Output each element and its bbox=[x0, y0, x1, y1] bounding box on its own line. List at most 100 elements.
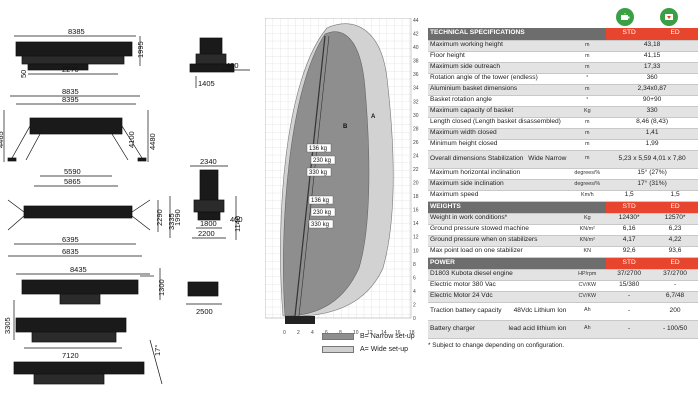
spec-label: Maximum side outreach bbox=[428, 62, 569, 74]
spec-value: 5,23 x 5,59 4,01 x 7,80 bbox=[606, 150, 698, 169]
dim-base2: 5865 bbox=[64, 177, 81, 186]
y-tick-label: 24 bbox=[413, 153, 419, 159]
spec-unit: m bbox=[568, 40, 607, 52]
legend-label-a: A= Wide set-up bbox=[360, 346, 409, 353]
dim-w-inner: 8395 bbox=[62, 95, 79, 104]
spec-unit: KN/m² bbox=[568, 235, 607, 247]
working-range-diagram: B A 136 kg 230 kg 330 kg 136 kg 230 kg 3… bbox=[265, 18, 419, 336]
dim-side-h1: 1140 bbox=[233, 216, 242, 232]
spec-value-std: 1,5 bbox=[606, 190, 653, 202]
spec-label: Weight in work conditions* bbox=[428, 213, 569, 225]
dim-bottom: 1405 bbox=[198, 79, 215, 88]
spec-value: 1,99 bbox=[606, 139, 698, 151]
dim-height-top: 1995 bbox=[136, 41, 145, 58]
spec-value-std: 15/380 bbox=[606, 280, 653, 292]
dim-narrow-h2: 3335 bbox=[167, 213, 176, 230]
zone-a-label: A bbox=[371, 114, 376, 120]
section-title: POWER bbox=[428, 257, 607, 270]
spec-unit: Ah bbox=[568, 302, 607, 321]
y-tick-label: 8 bbox=[413, 262, 416, 268]
load-label: 136 kg bbox=[309, 146, 327, 152]
spec-unit: degrees/% bbox=[568, 179, 607, 191]
spec-label-cell: Traction battery capacity 48Vdc Lithium … bbox=[428, 302, 569, 321]
spec-value-ed: 200 bbox=[652, 302, 698, 321]
y-tick-label: 34 bbox=[413, 86, 419, 92]
spec-unit: ° bbox=[568, 73, 607, 85]
section-title: WEIGHTS bbox=[428, 201, 607, 214]
spec-unit: m bbox=[568, 117, 607, 129]
spec-unit: CV/KW bbox=[568, 280, 607, 292]
spec-value-ed: 6,23 bbox=[652, 224, 698, 236]
y-tick-label: 16 bbox=[413, 208, 419, 214]
dim-low-top: 8435 bbox=[70, 265, 87, 274]
spec-label: Max point load on one stabilizer bbox=[428, 246, 569, 258]
battery-plug-icon bbox=[616, 8, 634, 26]
spec-row: Overall dimensions Stabilization Wide Na… bbox=[428, 150, 698, 169]
section-title: TECHNICAL SPECIFICATIONS bbox=[428, 28, 607, 41]
load-label: 330 kg bbox=[309, 170, 327, 176]
outriggers-front-view bbox=[3, 95, 149, 187]
x-tick-label: 2 bbox=[297, 330, 300, 336]
dim-low-base: 2500 bbox=[196, 307, 213, 316]
y-tick-label: 6 bbox=[413, 275, 416, 281]
spec-value: 17° (31%) bbox=[606, 179, 698, 191]
dim-h-right: 4480 bbox=[148, 133, 157, 150]
spec-label: Electric motor 380 Vac bbox=[428, 280, 569, 292]
dim-h-left: 4465 bbox=[0, 131, 5, 148]
y-tick-label: 26 bbox=[413, 140, 419, 146]
spec-unit: Kg bbox=[568, 106, 607, 118]
footnote: * Subject to change depending on configu… bbox=[428, 341, 565, 349]
spec-label: Ground pressure when on stabilizers bbox=[428, 235, 569, 247]
load-box bbox=[310, 207, 336, 217]
load-box bbox=[306, 143, 332, 153]
config-icons bbox=[428, 6, 698, 28]
y-tick-label: 28 bbox=[413, 126, 419, 132]
spec-unit: m bbox=[568, 84, 607, 96]
dim-flat-w: 7120 bbox=[62, 351, 79, 360]
x-tick-label: 10 bbox=[353, 330, 359, 336]
spec-label: Aluminium basket dimensions bbox=[428, 84, 569, 96]
spec-value: 360 bbox=[606, 73, 698, 85]
spec-value: 15° (27%) bbox=[606, 168, 698, 180]
spec-label: Maximum width closed bbox=[428, 128, 569, 140]
col-ed-header: ED bbox=[652, 201, 698, 214]
spec-value-ed: - bbox=[652, 280, 698, 292]
legend-item-a: A= Wide set-up bbox=[322, 343, 415, 356]
spec-value-std: 4,17 bbox=[606, 235, 653, 247]
y-tick-label: 18 bbox=[413, 194, 419, 200]
dim-side-top: 2340 bbox=[200, 157, 217, 166]
dim-narrow-w2: 6835 bbox=[62, 247, 79, 256]
legend-swatch-a bbox=[322, 346, 354, 353]
spec-sublabel: Wide Narrow bbox=[528, 154, 567, 162]
dim-narrow-h1: 2290 bbox=[155, 209, 164, 226]
dim-left: 50 bbox=[19, 70, 28, 78]
spec-value-std: 37/2700 bbox=[606, 269, 653, 281]
x-tick-label: 14 bbox=[381, 330, 387, 336]
spec-unit: KN/m² bbox=[568, 224, 607, 236]
x-tick-label: 0 bbox=[283, 330, 286, 336]
spec-unit: m bbox=[568, 139, 607, 151]
spec-value-std: - bbox=[606, 320, 653, 339]
col-ed-header: ED bbox=[652, 257, 698, 270]
spec-label: Maximum speed bbox=[428, 190, 569, 202]
spec-value-ed: 93,6 bbox=[652, 246, 698, 258]
load-label: 330 kg bbox=[311, 222, 329, 228]
legend: B= Narrow set-up A= Wide set-up bbox=[322, 330, 415, 356]
spec-label-cell: Battery charger lead acid lithium ion bbox=[428, 320, 569, 339]
dim-sub2: 400 bbox=[226, 61, 239, 70]
load-box bbox=[310, 155, 336, 165]
col-std-header: STD bbox=[606, 257, 653, 270]
y-tick-label: 0 bbox=[413, 316, 416, 322]
spec-row: Basket rotation angle°90+90 bbox=[428, 95, 698, 107]
spec-value: 8,46 (8,43) bbox=[606, 117, 698, 129]
y-tick-label: 30 bbox=[413, 113, 419, 119]
spec-value: 43,18 bbox=[606, 40, 698, 52]
